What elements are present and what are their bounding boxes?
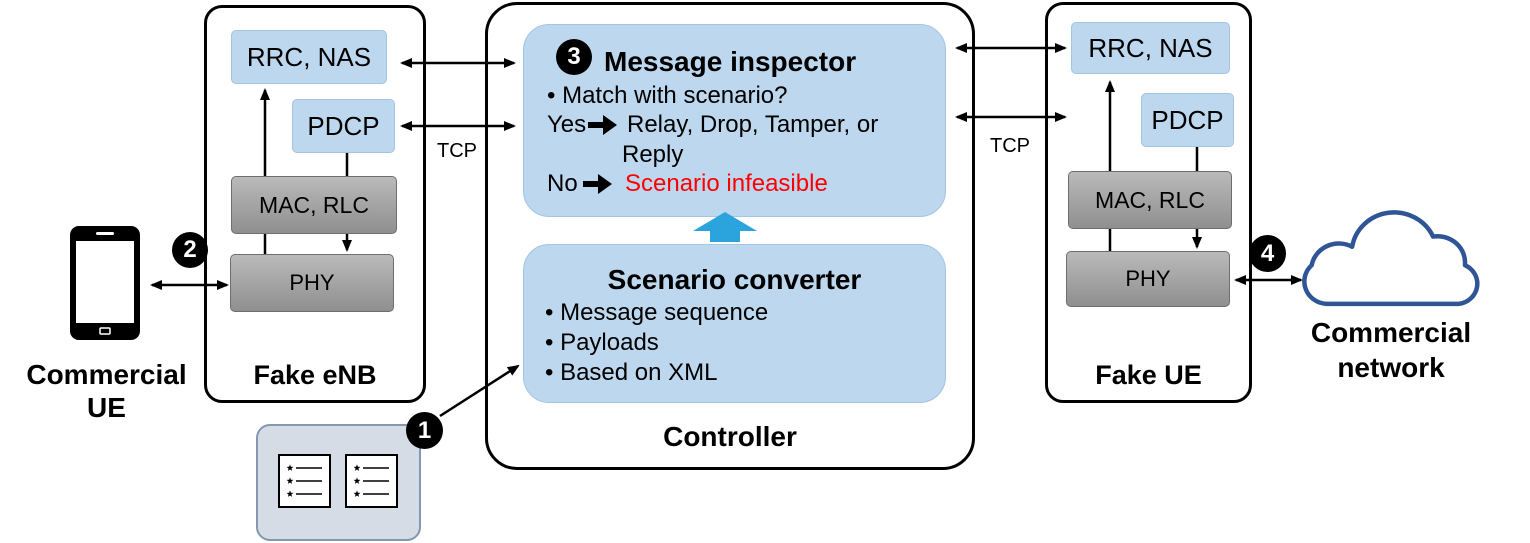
message-inspector-title: Message inspector xyxy=(604,46,857,77)
yes-branch-outcome-continued: Reply xyxy=(622,141,684,168)
no-branch-outcome: Scenario infeasible xyxy=(625,170,828,197)
right-arrow-icon xyxy=(588,115,617,135)
fake-enb-rrc-nas-layer: RRC, NAS xyxy=(231,30,387,84)
fake-enb-phy-layer: PHY xyxy=(230,254,394,312)
step-1-marker: 1 xyxy=(406,412,443,449)
scenario-match-check: • Match with scenario? xyxy=(547,82,788,109)
fake-ue-rrc-nas-layer: RRC, NAS xyxy=(1071,22,1230,74)
smartphone-icon xyxy=(70,226,140,340)
commercial-ue-label: Commercial UE xyxy=(10,358,203,424)
scenario-converter: Scenario converter • Message sequence • … xyxy=(523,244,946,403)
commercial-network-label: Commercial network xyxy=(1291,315,1491,385)
scenario-converter-title: Scenario converter xyxy=(607,264,862,295)
no-branch-label: No xyxy=(547,170,578,197)
fake-enb-mac-rlc-layer: MAC, RLC xyxy=(231,176,397,234)
right-arrow-icon xyxy=(583,174,612,194)
converter-item: • Based on XML xyxy=(545,359,718,386)
scenario-files-panel xyxy=(256,424,421,541)
message-inspector: 3 Message inspector • Match with scenari… xyxy=(523,24,946,217)
commercial-network-label-line-2: network xyxy=(1337,352,1445,383)
fake-enb-pdcp-layer: PDCP xyxy=(292,99,395,153)
checklist-icon xyxy=(278,454,331,508)
converter-item: • Message sequence xyxy=(545,299,769,326)
controller-frame xyxy=(485,2,975,470)
fake-enb-label: Fake eNB xyxy=(253,360,377,390)
fake-ue-phy-layer: PHY xyxy=(1066,251,1230,307)
fake-ue-label: Fake UE xyxy=(1095,360,1202,390)
step-3-marker: 3 xyxy=(556,39,592,75)
commercial-ue-label-line-2: UE xyxy=(87,392,126,423)
up-arrow-icon xyxy=(693,212,757,242)
yes-branch-label: Yes xyxy=(547,111,587,138)
enb-controller-link-label: TCP xyxy=(437,140,477,162)
checklist-icon xyxy=(345,454,398,508)
converter-item: • Payloads xyxy=(545,329,659,356)
yes-branch-outcome: Relay, Drop, Tamper, or xyxy=(627,111,879,138)
fake-ue-pdcp-layer: PDCP xyxy=(1141,93,1234,147)
step-2-marker: 2 xyxy=(172,232,208,268)
commercial-ue-label-line-1: Commercial xyxy=(26,359,187,390)
controller-ue-link-label: TCP xyxy=(990,135,1030,157)
commercial-network-label-line-1: Commercial xyxy=(1310,317,1472,348)
fake-ue-mac-rlc-layer: MAC, RLC xyxy=(1068,171,1232,229)
fake-ue-frame xyxy=(1045,2,1252,403)
controller-label: Controller xyxy=(663,421,797,452)
cloud-icon xyxy=(1300,209,1482,308)
step-4-marker: 4 xyxy=(1249,235,1286,272)
fake-enb-frame xyxy=(204,5,426,403)
